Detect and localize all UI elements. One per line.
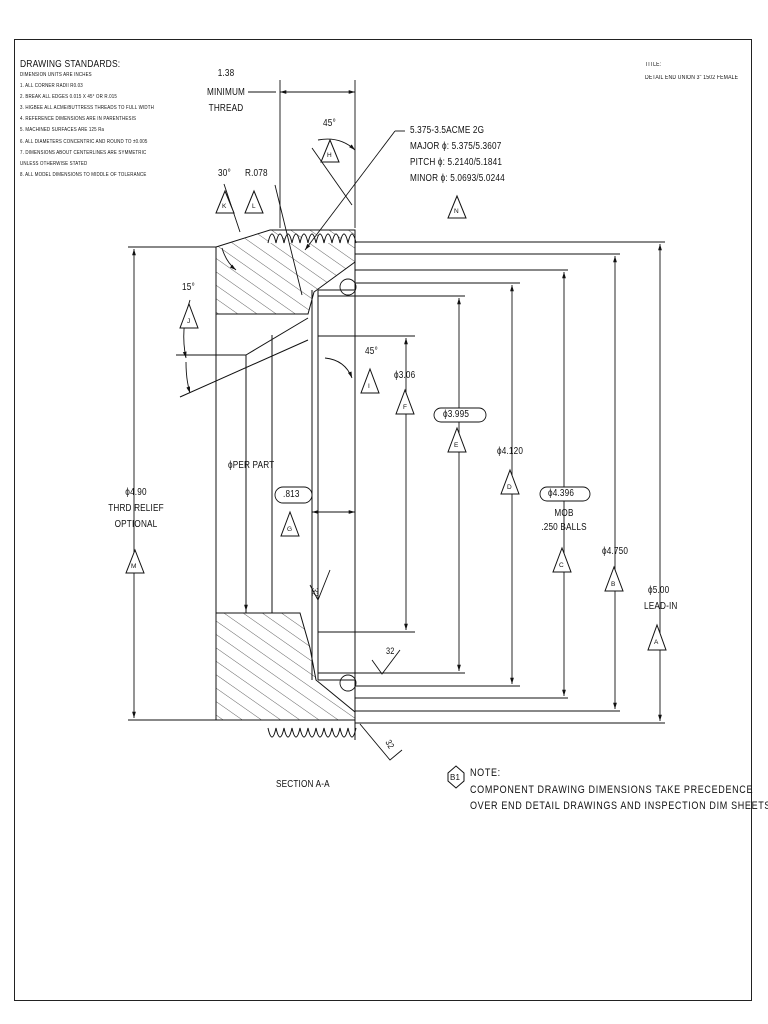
note-tag: B1 xyxy=(450,773,461,782)
upper-section xyxy=(215,229,356,315)
thread-relief-label: THRD RELIEF xyxy=(108,503,164,514)
marker-D: D xyxy=(507,484,512,491)
thread-minor: MINOR ϕ: 5.0693/5.0244 xyxy=(410,173,505,184)
marker-H: H xyxy=(327,152,332,159)
title-label: TITLE: xyxy=(645,62,662,68)
per-part-label: ϕPER PART xyxy=(228,460,275,471)
marker-E-triangle xyxy=(447,426,467,453)
section-label: SECTION A-A xyxy=(276,779,330,790)
standards-title: DRAWING STANDARDS: xyxy=(20,59,121,70)
angle-45-top: 45° xyxy=(323,118,336,129)
thread-pitch: PITCH ϕ: 5.2140/5.1841 xyxy=(410,157,503,168)
min-thread-label-2: THREAD xyxy=(208,103,244,114)
dim-306: ϕ3.06 xyxy=(394,370,416,381)
dim-3995: ϕ3.995 xyxy=(443,409,470,420)
standards-line: 8. ALL MODEL DIMENSIONS TO MIDDLE OF TOL… xyxy=(20,172,147,178)
extension-lines xyxy=(128,241,665,724)
standards-line: 5. MACHINED SURFACES ARE 125 Ra xyxy=(20,127,105,133)
box-4396 xyxy=(539,486,591,502)
standards-line: UNLESS OTHERWISE STATED xyxy=(20,161,88,167)
angle-15: 15° xyxy=(182,282,195,293)
lower-section xyxy=(215,612,356,721)
title-value: DETAIL END UNION 3" 1502 FEMALE xyxy=(645,75,739,81)
marker-F: F xyxy=(403,404,408,411)
dim-813: .813 xyxy=(283,489,300,500)
marker-G: G xyxy=(287,526,293,533)
standards-line: 6. ALL DIAMETERS CONCENTRIC AND ROUND TO… xyxy=(20,139,148,145)
drawing-border xyxy=(14,39,752,1001)
dim-4396: ϕ4.396 xyxy=(548,488,575,499)
marker-M: M xyxy=(131,563,137,570)
marker-N: N xyxy=(454,208,459,215)
dim-490: ϕ4.90 xyxy=(125,487,147,498)
dim-4120: ϕ4.120 xyxy=(497,446,524,457)
marker-M-triangle xyxy=(125,548,145,574)
standards-line: 4. REFERENCE DIMENSIONS ARE IN PARENTHES… xyxy=(20,116,137,122)
marker-C-triangle xyxy=(552,546,572,573)
marker-I: I xyxy=(368,383,371,390)
note-line-1: COMPONENT DRAWING DIMENSIONS TAKE PRECED… xyxy=(470,784,754,796)
standards-line: 3. HIGBEE ALL ACME/BUTTRESS THREADS TO F… xyxy=(20,105,154,111)
marker-J-triangle xyxy=(179,302,199,329)
standards-line: 1. ALL CORNER RADII R0.03 xyxy=(20,83,83,89)
lower-thread-teeth xyxy=(267,727,357,738)
min-thread-label: MINIMUM xyxy=(206,87,246,98)
marker-N-triangle xyxy=(447,194,467,219)
mob-balls: .250 BALLS xyxy=(541,522,587,533)
dimension-lines xyxy=(132,80,662,761)
marker-H-triangle xyxy=(320,138,340,163)
marker-J: J xyxy=(187,318,191,325)
mob-label: MOB xyxy=(554,508,574,519)
marker-D-triangle xyxy=(500,468,520,495)
finish-32-b: 32 xyxy=(386,646,395,656)
dim-500: ϕ5.00 xyxy=(648,585,670,596)
marker-B-triangle xyxy=(604,565,624,592)
angle-45-mid: 45° xyxy=(365,346,378,357)
note-line-2: OVER END DETAIL DRAWINGS AND INSPECTION … xyxy=(470,800,768,812)
marker-triangles xyxy=(125,138,667,651)
upper-thread-teeth xyxy=(267,233,357,244)
min-thread-value: 1.38 xyxy=(217,68,235,79)
angle-30: 30° xyxy=(218,168,231,179)
marker-K-triangle xyxy=(215,189,235,214)
finish-32-a: 32 xyxy=(310,588,320,597)
dim-4750: ϕ4.750 xyxy=(602,546,629,557)
standards-line: DIMENSION UNITS ARE INCHES xyxy=(20,72,92,78)
marker-L: L xyxy=(252,203,256,210)
marker-I-triangle xyxy=(360,367,380,394)
b1-hexagon xyxy=(447,765,465,789)
standards-line: 7. DIMENSIONS ABOUT CENTERLINES ARE SYMM… xyxy=(20,150,147,156)
thread-major: MAJOR ϕ: 5.375/5.3607 xyxy=(410,141,502,152)
marker-F-triangle xyxy=(395,388,415,415)
marker-E: E xyxy=(454,442,459,449)
standards-line: 2. BREAK ALL EDGES 0.015 X 45° OR R.015 xyxy=(20,94,117,100)
marker-G-triangle xyxy=(280,510,300,537)
marker-C: C xyxy=(559,562,564,569)
box-3995 xyxy=(433,407,487,423)
marker-B: B xyxy=(611,581,616,588)
marker-L-triangle xyxy=(244,189,264,214)
marker-A: A xyxy=(654,639,659,646)
box-813 xyxy=(274,486,313,504)
optional-label: OPTIONAL xyxy=(114,519,158,530)
thread-spec: 5.375-3.5ACME 2G xyxy=(410,125,485,136)
radius-label: R.078 xyxy=(245,168,268,179)
lead-in-label: LEAD-IN xyxy=(644,601,678,612)
note-heading: NOTE: xyxy=(470,767,501,779)
marker-K: K xyxy=(222,203,227,210)
marker-A-triangle xyxy=(647,623,667,651)
